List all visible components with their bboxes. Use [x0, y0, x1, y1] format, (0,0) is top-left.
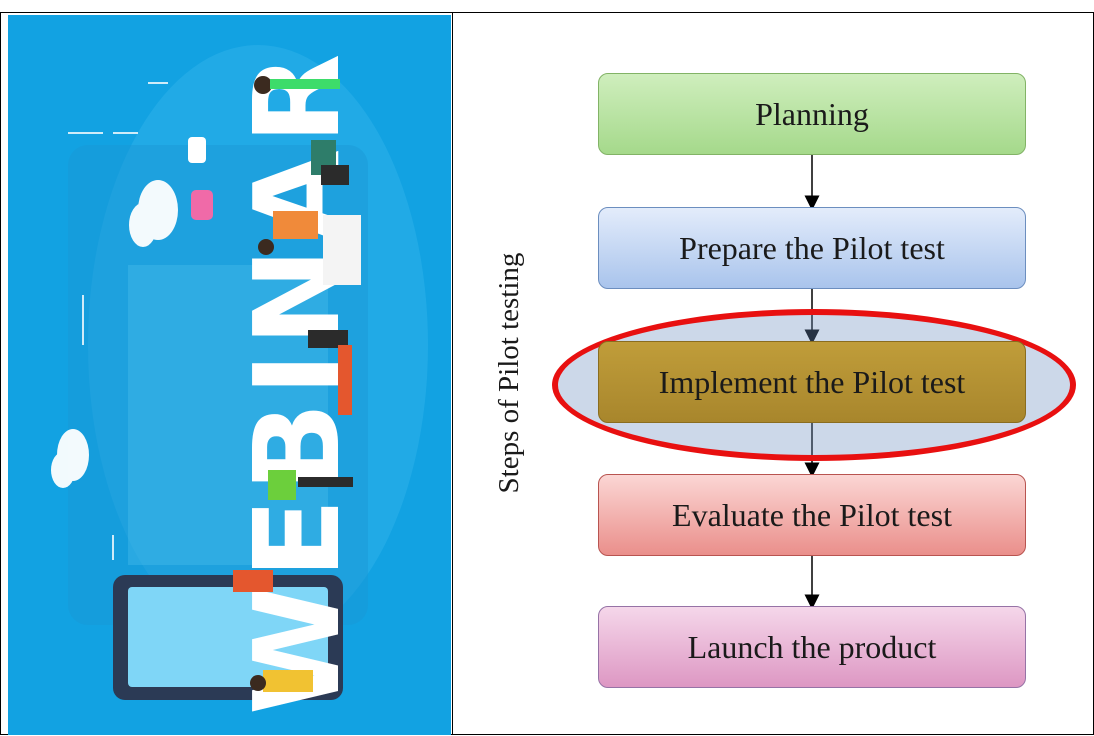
webinar-illustration: WEBINAR	[8, 15, 451, 735]
step-implement: Implement the Pilot test	[598, 341, 1026, 423]
webinar-banner: WEBINAR	[8, 15, 451, 735]
step-launch: Launch the product	[598, 606, 1026, 688]
slide-frame: WEBINAR	[0, 12, 1094, 735]
people-illustration	[233, 76, 361, 692]
cloud-icon	[51, 180, 178, 488]
step-prepare: Prepare the Pilot test	[598, 207, 1026, 289]
step-evaluate: Evaluate the Pilot test	[598, 474, 1026, 556]
chat-bubble-icon	[191, 190, 213, 220]
step-planning: Planning	[598, 73, 1026, 155]
pilot-testing-diagram: Steps of Pilot testing Planning Prepare …	[453, 12, 1094, 735]
left-panel: WEBINAR	[0, 12, 453, 735]
